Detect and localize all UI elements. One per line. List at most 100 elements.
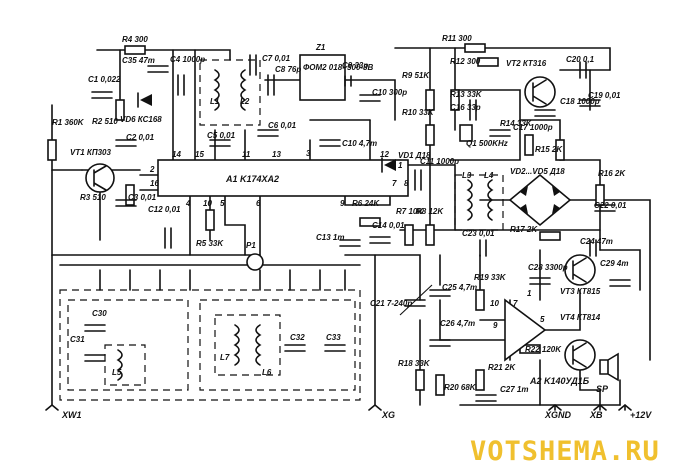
coils	[116, 69, 494, 381]
watermark: VOTSHEMA.RU	[470, 436, 660, 467]
label-r5: R5 33K	[196, 239, 224, 248]
label-c7: C7 0,01	[262, 54, 291, 63]
label-r20: R20 68K	[444, 383, 477, 392]
label-c33: C33	[326, 333, 341, 342]
label-r18: R18 33K	[398, 359, 431, 368]
diodes	[137, 92, 560, 214]
label-r1: R1 360K	[52, 118, 85, 127]
label-c19: C19 0,01	[588, 91, 621, 100]
label-c16: C16 33p	[450, 103, 481, 112]
label-l4: L4	[484, 171, 494, 180]
label-c8: C8 76p	[275, 65, 301, 74]
p1-indicator	[246, 253, 264, 271]
pin-4: 4	[185, 199, 191, 208]
opamp-a2	[504, 298, 547, 362]
op-pin-10: 10	[490, 299, 499, 308]
label-c4: C4 1000p	[170, 55, 205, 64]
label-c24: C24 47m	[580, 237, 613, 246]
label-r13: R13 33K	[450, 90, 483, 99]
label-vd1: VD1 Д18	[398, 151, 431, 160]
label-r3: R3 510	[80, 193, 106, 202]
label-c10: C10 300p	[372, 88, 407, 97]
pin-3: 3	[306, 149, 311, 158]
label-l2: L2	[240, 97, 250, 106]
label-c35: C35 47m	[122, 56, 155, 65]
resistors	[47, 43, 605, 396]
capacitors	[84, 54, 631, 402]
transistors	[85, 76, 596, 371]
terminal-arrows	[45, 403, 632, 411]
pin-9: 9	[340, 199, 345, 208]
label-c3: C3 0,01	[128, 193, 157, 202]
label-r15: R15 2K	[535, 145, 563, 154]
l6-l7-shield	[214, 314, 281, 376]
label-c2: C2 0,01	[126, 133, 155, 142]
op-pin-7: 7	[513, 299, 518, 308]
l3-l4-shield	[454, 174, 504, 231]
pin-11: 11	[242, 150, 251, 159]
labels: 1 2 3 4 5 6 7 8 9 10 11 12 13 14 15 16 1…	[52, 34, 628, 394]
op-pin-9: 9	[493, 321, 498, 330]
l5-shield	[104, 344, 146, 386]
label-r17: R17 2K	[510, 225, 538, 234]
ic-a1-label: A1 K174XA2	[225, 174, 279, 184]
pin-8: 8	[404, 179, 409, 188]
range-outer	[59, 289, 361, 401]
label-l5: L5	[112, 368, 122, 377]
l1-l2-shield	[199, 59, 261, 126]
ic-z1-body	[299, 54, 346, 101]
range-block-right	[199, 299, 356, 391]
op-pin-1: 1	[527, 289, 532, 298]
pin-15: 15	[195, 150, 204, 159]
label-q1: Q1 500KHz	[466, 139, 508, 148]
terminal-xw1: XW1	[61, 410, 82, 420]
label-c23: C23 0,01	[462, 229, 495, 238]
label-vd6: VD6 КС168	[120, 115, 162, 124]
q1-crystal	[459, 124, 473, 142]
label-r10: R10 33K	[402, 108, 435, 117]
label-c13: C13 1m	[316, 233, 344, 242]
terminal-xg: XG	[381, 410, 395, 420]
label-r4: R4 300	[122, 35, 148, 44]
label-vt3: VT3 КТ815	[560, 287, 601, 296]
label-c22: C22 0,01	[594, 201, 627, 210]
pin-10: 10	[203, 199, 212, 208]
pin-2: 2	[149, 165, 155, 174]
label-c18: C18 1000p	[560, 97, 600, 106]
label-l3: L3	[462, 171, 472, 180]
label-r12: R12 300	[450, 57, 481, 66]
pin-6: 6	[256, 199, 261, 208]
label-l6: L6	[262, 368, 272, 377]
opamp-a2-label: A2 K140УД1Б	[529, 376, 590, 386]
label-vt2: VT2 КТ316	[506, 59, 547, 68]
label-c32: C32	[290, 333, 305, 342]
label-c31: C31	[70, 335, 85, 344]
pin-1: 1	[398, 161, 403, 170]
sp-speaker	[599, 352, 619, 382]
label-r19: R19 33K	[474, 273, 507, 282]
pin-7: 7	[392, 179, 397, 188]
label-r6: R6 24K	[352, 199, 380, 208]
terminal-xb: XB	[589, 410, 603, 420]
label-p1: P1	[246, 241, 256, 250]
label-c10b: C10 4,7m	[342, 139, 377, 148]
pin-12: 12	[380, 150, 389, 159]
wires	[51, 47, 651, 411]
label-c14: C14 0,01	[372, 221, 405, 230]
label-c21: C21 7-240p	[370, 299, 412, 308]
terminal-v12: +12V	[630, 410, 652, 420]
label-c30: C30	[92, 309, 107, 318]
terminal-labels: XW1 XG XGND XB +12V SP	[61, 384, 652, 420]
label-r7: R7 10K	[396, 207, 424, 216]
label-c27: C27 1m	[500, 385, 528, 394]
label-r2: R2 510	[92, 117, 118, 126]
label-vd2: VD2...VD5 Д18	[510, 167, 565, 176]
label-r9: R9 51K	[402, 71, 430, 80]
label-c26: C26 4,7m	[440, 319, 475, 328]
terminal-sp: SP	[596, 384, 609, 394]
label-c28: C28 3300p	[528, 263, 568, 272]
ic-z1-text: ФОМ2 018- 500-3В	[303, 63, 374, 72]
pin-14: 14	[172, 150, 181, 159]
label-r11: R11 300	[442, 34, 472, 43]
